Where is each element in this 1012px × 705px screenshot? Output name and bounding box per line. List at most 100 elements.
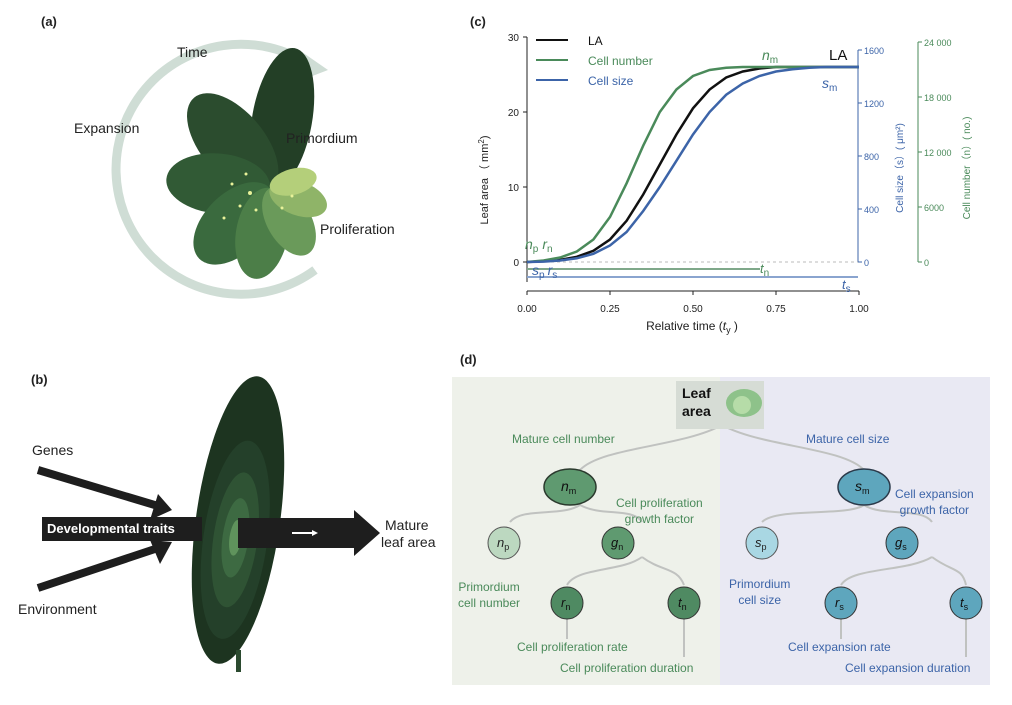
node-nm-label: nm <box>561 478 576 496</box>
node-ts <box>949 586 983 620</box>
panel-a-label: (a) <box>41 14 57 29</box>
expansion-label: Expansion <box>74 120 140 136</box>
series-cell-size <box>526 65 859 264</box>
ts-annotation: ts <box>842 277 851 295</box>
node-rs <box>824 586 858 620</box>
root-line-2: area <box>682 403 711 419</box>
node-gs <box>885 526 919 560</box>
cell-size-tick-label-1: 400 <box>864 205 879 215</box>
la-annotation: LA <box>829 47 847 64</box>
expansion-growth-factor-label: Cell expansion growth factor <box>895 486 974 518</box>
legend-la: LA <box>588 34 603 48</box>
node-gs-label: gs <box>895 535 907 552</box>
x-tick-label-2: 0.50 <box>683 304 703 315</box>
left-y-tick-label-1: 10 <box>508 183 520 194</box>
cell-expansion-duration-label: Cell expansion duration <box>845 661 971 675</box>
primordium-size-line-1: Primordium <box>729 577 791 591</box>
node-tn-label: tn <box>678 595 687 612</box>
result-arrow-head <box>354 510 380 556</box>
cell-number-axis-label: Cell number（n）( no.) <box>961 117 973 220</box>
proliferation-growth-factor-label: Cell proliferation growth factor <box>616 495 703 527</box>
node-ts-label: ts <box>960 595 969 612</box>
left-y-tick-label-0: 0 <box>513 258 519 269</box>
cell-proliferation-rate-label: Cell proliferation rate <box>517 640 628 654</box>
node-sm <box>837 468 891 506</box>
node-sm-label: sm <box>855 478 870 496</box>
x-axis-label: Relative time (ty ) <box>646 319 738 335</box>
cell-size-tick-label-4: 1600 <box>864 46 884 56</box>
left-axis-label: Leaf area（ mm2) <box>477 136 491 225</box>
node-rn <box>550 586 584 620</box>
proliferation-label: Proliferation <box>320 221 395 237</box>
primordium-cell-number-label: Primordium cell number <box>458 579 520 611</box>
cell-number-tick-label-0: 0 <box>924 258 929 268</box>
node-gn <box>601 526 635 560</box>
node-gn-label: gn <box>611 535 623 552</box>
primordium-number-line-2: cell number <box>458 596 521 610</box>
series-curves <box>526 65 859 264</box>
environment-arrow <box>36 544 160 592</box>
sm-annotation: sm <box>822 75 837 94</box>
expan-factor-line-2: growth factor <box>899 503 970 517</box>
primordium-number-line-1: Primordium <box>458 580 520 594</box>
tn-annotation: tn <box>760 261 769 279</box>
cell-number-ticks: 0 6000 12 000 18 000 24 000 <box>918 38 952 268</box>
leaf-8 <box>269 167 317 196</box>
panel-b-label: (b) <box>31 372 48 387</box>
cell-number-tick-label-3: 18 000 <box>924 93 952 103</box>
cell-size-axis-label: Cell size（s）( μm²) <box>894 123 906 213</box>
node-nm <box>543 468 597 506</box>
cell-number-tick-label-2: 12 000 <box>924 148 952 158</box>
series-cell-number <box>526 65 859 264</box>
rosette <box>166 47 327 279</box>
root-line-1: Leaf <box>682 385 711 401</box>
primordium-label: Primordium <box>286 130 358 146</box>
rosette-illustration <box>111 39 328 299</box>
panel-d-label: (d) <box>460 352 477 367</box>
genes-arrow <box>36 466 160 510</box>
trait-tree: nm sm np gn sp gs rn tn rs ts <box>487 381 983 657</box>
leaf-traits-illustration <box>36 376 380 672</box>
cycle-arrow <box>111 39 318 299</box>
nm-annotation: nm <box>762 47 778 66</box>
left-y-tick-label-3: 30 <box>508 33 520 44</box>
x-tick-label-0: 0.00 <box>517 304 537 315</box>
node-sp <box>745 526 779 560</box>
cell-size-tick-label-0: 0 <box>864 258 869 268</box>
node-rn-label: rn <box>561 595 570 612</box>
traits-box <box>42 517 202 541</box>
developmental-traits-label: Developmental traits <box>47 521 175 536</box>
prolif-factor-line-2: growth factor <box>624 512 695 526</box>
panel-c-label: (c) <box>470 14 486 29</box>
cell-number-tick-label-1: 6000 <box>924 203 944 213</box>
cell-number-tick-label-4: 24 000 <box>924 38 952 48</box>
cell-expansion-rate-label: Cell expansion rate <box>788 640 891 654</box>
x-tick-label-4: 1.00 <box>849 304 869 315</box>
node-np <box>487 526 521 560</box>
legend-cell-number: Cell number <box>588 54 653 68</box>
time-label: Time <box>177 44 208 60</box>
node-np-label: np <box>497 535 509 552</box>
mature-label: Mature <box>385 517 429 533</box>
left-y-tick-label-2: 20 <box>508 108 520 119</box>
node-sp-label: sp <box>755 535 767 552</box>
node-rs-label: rs <box>835 595 844 612</box>
cell-proliferation-duration-label: Cell proliferation duration <box>560 661 694 675</box>
node-tn <box>667 586 701 620</box>
primordium-size-line-2: cell size <box>738 593 782 607</box>
primordium-cell-size-label: Primordium cell size <box>729 576 790 608</box>
leaf-area-root-label: Leaf area <box>682 384 711 420</box>
left-y-ticks: 0 10 20 30 <box>508 33 527 269</box>
legend-cell-size: Cell size <box>588 74 634 88</box>
genes-label: Genes <box>32 442 74 458</box>
prolif-factor-line-1: Cell proliferation <box>616 496 703 510</box>
expan-factor-line-1: Cell expansion <box>895 487 974 501</box>
cell-size-tick-label-3: 1200 <box>864 99 884 109</box>
mature-cell-size-label: Mature cell size <box>806 432 890 446</box>
series-la <box>526 65 859 264</box>
